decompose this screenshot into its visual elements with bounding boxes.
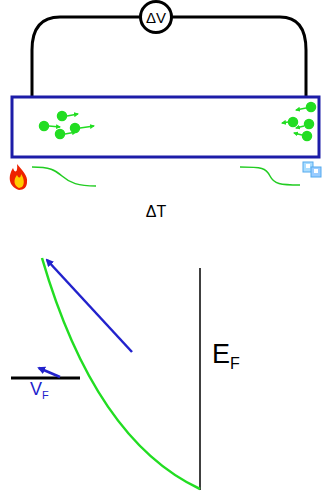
fermi-velocity-symbol: V bbox=[30, 380, 42, 398]
wire bbox=[32, 17, 140, 97]
axis bbox=[199, 268, 201, 490]
fermi-energy-symbol: E bbox=[212, 341, 230, 368]
fermi-curve-hot bbox=[32, 167, 96, 186]
sample-bar bbox=[12, 97, 319, 157]
fermi-curve-cold bbox=[240, 167, 300, 185]
meter-label: ΔV bbox=[146, 10, 166, 25]
fermi-subscript: F bbox=[230, 356, 240, 372]
ice-cube bbox=[303, 162, 321, 177]
flame bbox=[10, 164, 27, 190]
velocity-arrow bbox=[47, 260, 132, 352]
voltmeter-circle: ΔV bbox=[139, 0, 173, 34]
temperature-difference: ΔT bbox=[146, 204, 166, 220]
fermi-subscript: F bbox=[42, 390, 49, 401]
fermi-level bbox=[11, 377, 80, 380]
velocity-arrow bbox=[39, 368, 60, 377]
wire bbox=[172, 17, 306, 97]
band-dispersion bbox=[42, 258, 200, 489]
